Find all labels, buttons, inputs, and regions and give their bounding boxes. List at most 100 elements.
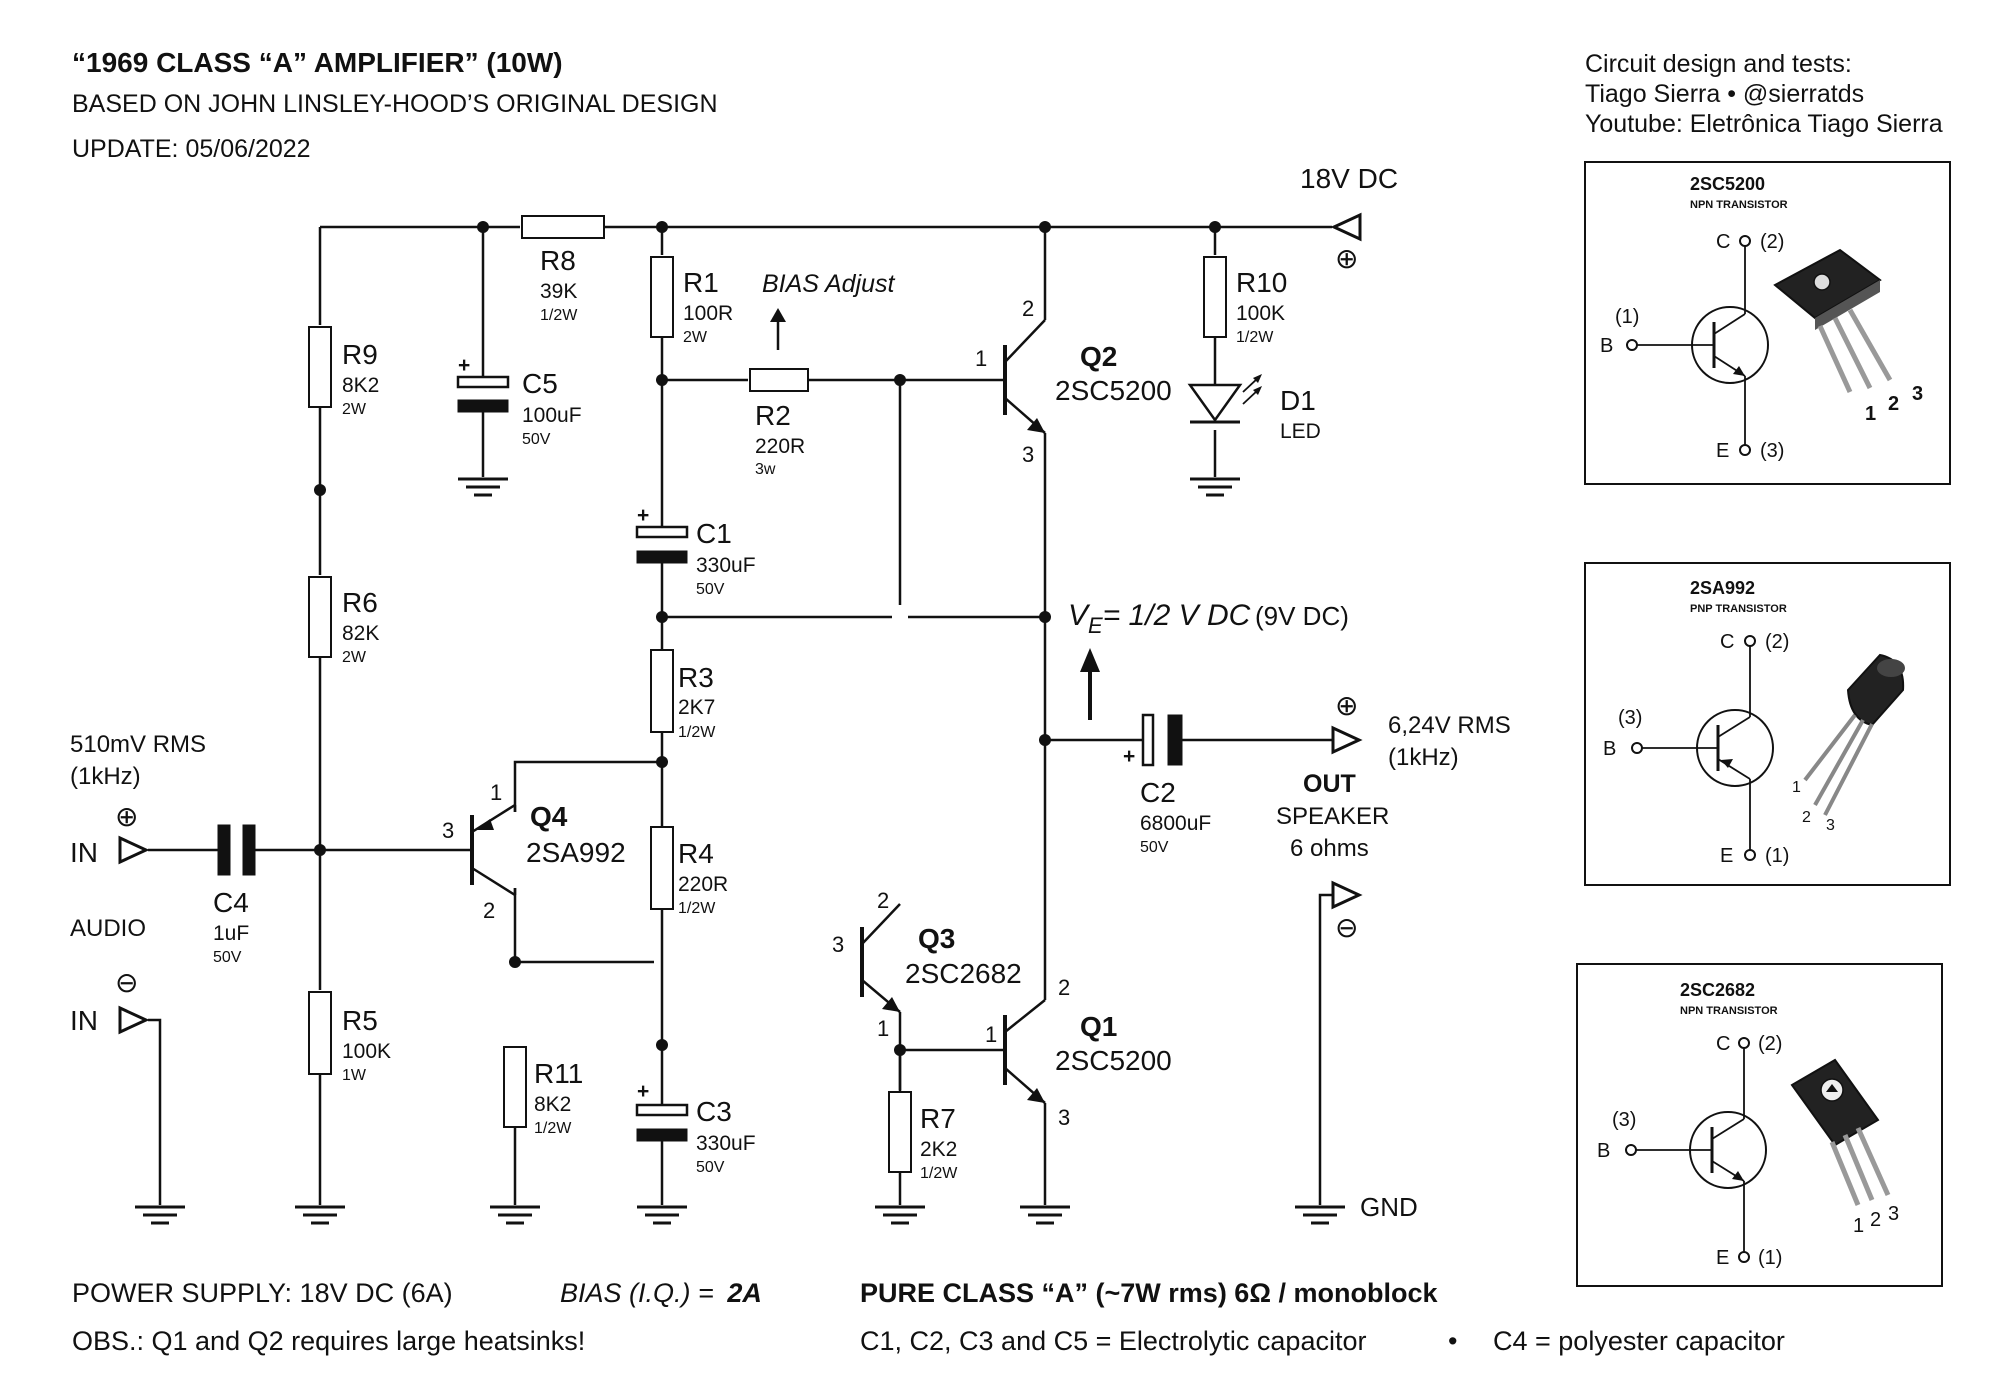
d1-name: D1 (1280, 385, 1316, 416)
c2-plus: + (1123, 745, 1135, 768)
r3-name: R3 (678, 662, 714, 693)
capacitor-c2: + C2 6800uF 50V (1123, 713, 1211, 856)
resistor-r4: R4 220R 1/2W (650, 826, 728, 917)
output-minus-icon: ⊖ (1335, 912, 1358, 943)
q3-pin-3: 3 (832, 932, 844, 957)
bias-note-value: 2A (726, 1278, 762, 1308)
ve-sub: E (1088, 613, 1103, 638)
r3-value: 2K7 (678, 696, 715, 719)
q2-name: Q2 (1080, 341, 1117, 372)
package-c-num: (2) (1760, 231, 1784, 253)
package-b-num: (3) (1618, 707, 1642, 729)
svg-text:BIAS (I.Q.) = 2A: BIAS (I.Q.) = 2A (560, 1278, 762, 1308)
credits-line-2: Tiago Sierra • @sierratds (1585, 80, 1864, 108)
input-in-plus: IN (70, 837, 98, 868)
transistor-q1: 1 2 3 Q1 2SC5200 (985, 975, 1172, 1130)
input-freq: (1kHz) (70, 763, 141, 790)
input-plus-icon: ⊕ (115, 801, 138, 832)
package-e-num: (1) (1765, 845, 1789, 867)
transistor-q2: 1 2 3 Q2 2SC5200 (975, 296, 1172, 467)
package-b-num: (3) (1612, 1109, 1636, 1131)
ve-value: (9V DC) (1255, 601, 1349, 631)
package-lead-3: 3 (1888, 1203, 1899, 1225)
input-audio: AUDIO (70, 915, 146, 942)
r2-value: 220R (755, 435, 805, 458)
r2-rating: 3w (755, 461, 776, 478)
c5-name: C5 (522, 368, 558, 399)
r10-name: R10 (1236, 267, 1287, 298)
capacitor-c4: C4 1uF 50V (213, 824, 256, 966)
update-date: UPDATE: 05/06/2022 (72, 135, 311, 163)
package-e-pin: E (1720, 845, 1733, 867)
bias-adjust-label: BIAS Adjust (762, 270, 896, 298)
led-d1: D1 LED (1187, 374, 1321, 443)
to92-package-icon (1803, 653, 1905, 816)
c4-value: 1uF (213, 922, 249, 945)
ground-icon (488, 1205, 542, 1225)
r1-value: 100R (683, 302, 733, 325)
ve-annotation: VE= 1/2 V DC (9V DC) (1068, 599, 1349, 720)
r2-name: R2 (755, 400, 791, 431)
output-minus-terminal-icon (1331, 881, 1361, 909)
capacitor-c1: + C1 330uF 50V (635, 504, 756, 598)
c2-name: C2 (1140, 777, 1176, 808)
junctions (314, 221, 1221, 1056)
resistor-r9: R9 8K2 2W (308, 326, 379, 418)
resistor-r2: R2 220R 3w (749, 368, 809, 478)
c1-value: 330uF (696, 554, 756, 577)
package-b-pin: B (1600, 335, 1613, 357)
resistor-r1: R1 100R 2W (650, 256, 733, 346)
r8-name: R8 (540, 245, 576, 276)
q3-pin-2: 2 (877, 888, 889, 913)
package-type: NPN TRANSISTOR (1680, 1005, 1778, 1017)
package-lead-2: 2 (1870, 1209, 1881, 1231)
package-lead-3: 3 (1912, 383, 1923, 405)
q1-name: Q1 (1080, 1011, 1117, 1042)
caps-bullet: • (1448, 1326, 1457, 1356)
package-c-pin: C (1716, 1033, 1730, 1055)
transistor-q4: 1 3 2 Q4 2SA992 (442, 780, 626, 923)
package-part: 2SA992 (1690, 578, 1755, 598)
output-section: ⊕ 6,24V RMS (1kHz) OUT SPEAKER 6 ohms ⊖ … (1276, 690, 1511, 1222)
package-b-pin: B (1597, 1140, 1610, 1162)
q1-pin-2: 2 (1058, 975, 1070, 1000)
r9-name: R9 (342, 339, 378, 370)
r11-name: R11 (534, 1058, 583, 1089)
power-supply-note: POWER SUPPLY: 18V DC (6A) (72, 1278, 453, 1308)
caps-electrolytic-note: C1, C2, C3 and C5 = Electrolytic capacit… (860, 1326, 1366, 1356)
r6-name: R6 (342, 587, 378, 618)
q1-pin-1: 1 (985, 1022, 997, 1047)
package-type: PNP TRANSISTOR (1690, 603, 1787, 615)
q3-pin-1: 1 (877, 1016, 889, 1041)
obs-note: OBS.: Q1 and Q2 requires large heatsinks… (72, 1326, 585, 1356)
r11-value: 8K2 (534, 1093, 571, 1116)
capacitor-c3: + C3 330uF 50V (635, 1080, 756, 1176)
q4-pin-2: 2 (483, 898, 495, 923)
q3-name: Q3 (918, 923, 955, 954)
ground-icon (456, 477, 510, 497)
c2-rating: 50V (1140, 839, 1169, 856)
package-lead-2: 2 (1802, 809, 1811, 826)
transistor-q3: 3 2 1 Q3 2SC2682 (832, 888, 1022, 1046)
c5-rating: 50V (522, 431, 551, 448)
package-lead-2: 2 (1888, 393, 1899, 415)
to126-package-icon (1790, 1058, 1891, 1206)
c1-plus: + (637, 504, 649, 527)
r8-value: 39K (540, 280, 577, 303)
wires (148, 225, 1333, 1205)
r3-rating: 1/2W (678, 724, 716, 741)
package-lead-3: 3 (1826, 817, 1835, 834)
c5-value: 100uF (522, 404, 582, 427)
output-level: 6,24V RMS (1388, 712, 1511, 739)
package-c-pin: C (1716, 231, 1730, 253)
ground-icon (293, 1205, 347, 1225)
r9-value: 8K2 (342, 374, 379, 397)
c3-plus: + (637, 1080, 649, 1103)
footer-notes: POWER SUPPLY: 18V DC (6A) BIAS (I.Q.) = … (72, 1278, 1785, 1356)
q1-pin-3: 3 (1058, 1105, 1070, 1130)
pure-class-note: PURE CLASS “A” (~7W rms) 6Ω / monoblock (860, 1278, 1438, 1308)
ground-icon (1018, 1205, 1072, 1225)
package-e-pin: E (1716, 1247, 1729, 1269)
resistor-r10: R10 100K 1/2W (1203, 256, 1287, 346)
